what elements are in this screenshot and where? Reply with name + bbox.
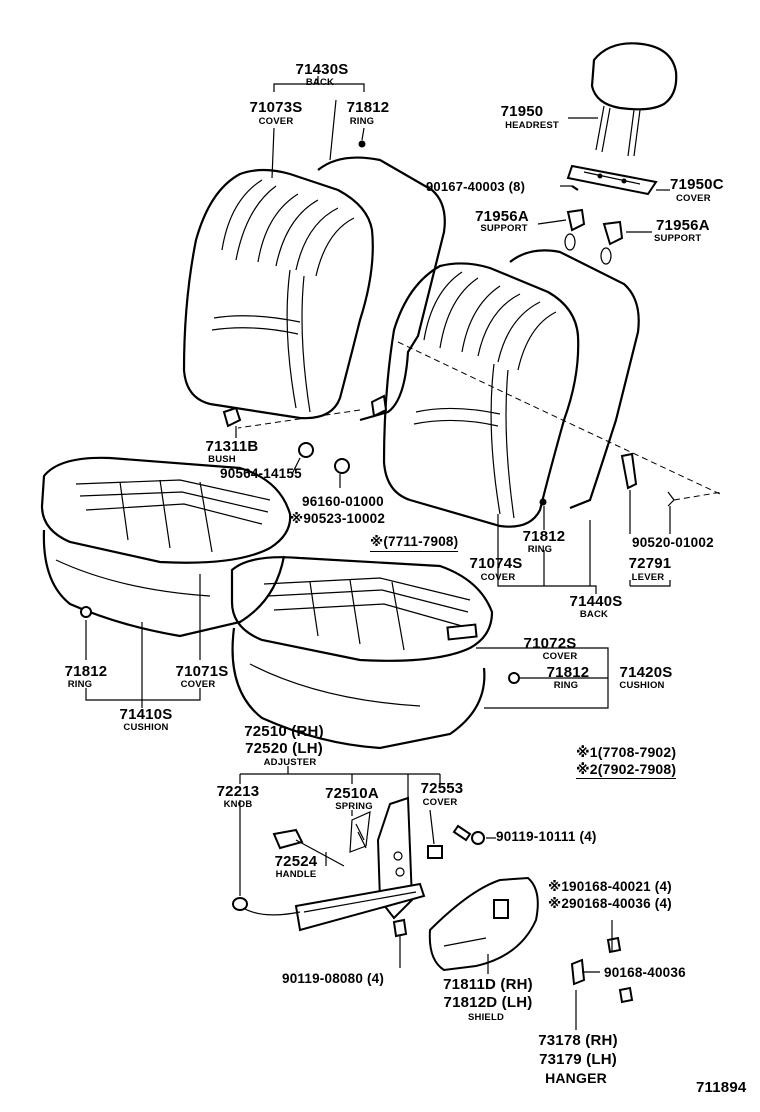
label-support-right: 71956A bbox=[656, 217, 710, 234]
label-cover-71073: 71073S bbox=[249, 99, 303, 116]
label-hanger-lh: 73179 (LH) bbox=[539, 1051, 617, 1068]
label-note-7711: ※(7711-7908) bbox=[370, 535, 459, 552]
label-shield-lh: 71812D (LH) bbox=[443, 994, 533, 1011]
label-cover-71950c: 71950C bbox=[670, 176, 724, 193]
label-note-1: ※1(7708-7902) bbox=[576, 744, 677, 760]
label-adjuster-lh: 72520 (LH) bbox=[245, 740, 323, 757]
label-cover-71071-name: COVER bbox=[180, 679, 216, 690]
label-cover-72553: 72553 bbox=[420, 780, 464, 797]
seat-back-right-illustration bbox=[237, 249, 721, 528]
label-knob: 72213 bbox=[216, 783, 260, 800]
label-cover-71072-name: COVER bbox=[542, 651, 578, 662]
label-back-assy: 71430S bbox=[295, 61, 349, 78]
label-adjuster-rh: 72510 (RH) bbox=[244, 723, 324, 740]
label-bush: 71311B bbox=[205, 438, 259, 455]
label-ring-top: 71812 bbox=[346, 99, 390, 116]
seat-back-left-illustration bbox=[182, 156, 446, 422]
headrest-illustration bbox=[564, 42, 678, 265]
seat-adjuster-illustration bbox=[232, 796, 634, 1004]
label-part-96160: 96160-01000 bbox=[302, 494, 384, 509]
label-back-71440: 71440S bbox=[569, 593, 623, 610]
label-shield-rh: 71811D (RH) bbox=[443, 976, 533, 993]
label-hanger-rh: 73178 (RH) bbox=[538, 1032, 618, 1049]
label-cushion-71410: 71410S bbox=[119, 706, 173, 723]
label-cover-71074: 71074S bbox=[469, 555, 523, 572]
label-support-left: 71956A bbox=[475, 208, 529, 225]
label-screw-2: ※290168-40036 (4) bbox=[548, 896, 672, 911]
label-screw-90168: 90168-40036 bbox=[604, 965, 686, 980]
label-ring-top-name: RING bbox=[349, 116, 375, 127]
leader-lines bbox=[85, 76, 671, 1030]
label-spring: 72510A bbox=[325, 785, 379, 802]
seat-cushion-right-illustration bbox=[230, 556, 494, 750]
label-spring-name: SPRING bbox=[335, 801, 373, 812]
label-cushion-71420-name: CUSHION bbox=[619, 680, 665, 691]
small-parts-illustration bbox=[80, 140, 723, 684]
label-back-assy-name: BACK bbox=[305, 77, 335, 88]
label-shield-name: SHIELD bbox=[467, 1012, 505, 1023]
label-ring-left-name: RING bbox=[67, 679, 93, 690]
label-part-90523: ※90523-10002 bbox=[290, 511, 386, 526]
label-part-90520: 90520-01002 bbox=[632, 535, 714, 550]
label-cover-71071: 71071S bbox=[175, 663, 229, 680]
label-cover-71074-name: COVER bbox=[480, 572, 516, 583]
label-support-left-name: SUPPORT bbox=[480, 223, 528, 234]
label-cover-71950c-name: COVER bbox=[676, 193, 711, 204]
label-screw-90167: 90167-40003 (8) bbox=[426, 179, 526, 194]
label-bolt-90119-08080: 90119-08080 (4) bbox=[282, 971, 385, 986]
label-back-71440-name: BACK bbox=[579, 609, 609, 620]
label-lever: 72791 bbox=[628, 555, 672, 572]
label-headrest: 71950 bbox=[500, 103, 544, 120]
label-part-90564: 90564-14155 bbox=[220, 466, 302, 481]
label-cover-72553-name: COVER bbox=[422, 797, 458, 808]
label-ring-right: 71812 bbox=[546, 664, 590, 681]
label-note-2: ※2(7902-7908) bbox=[576, 761, 677, 779]
label-handle: 72524 bbox=[274, 853, 318, 870]
label-cover-71072: 71072S bbox=[523, 635, 577, 652]
label-bush-name: BUSH bbox=[208, 454, 236, 465]
label-headrest-name: HEADREST bbox=[505, 120, 559, 131]
label-cover-71073-name: COVER bbox=[258, 116, 294, 127]
label-handle-name: HANDLE bbox=[275, 869, 317, 880]
label-knob-name: KNOB bbox=[223, 799, 253, 810]
label-cushion-71410-name: CUSHION bbox=[123, 722, 169, 733]
label-ring-left: 71812 bbox=[64, 663, 108, 680]
seat-cushion-left-illustration bbox=[40, 456, 292, 638]
label-ring-right-name: RING bbox=[553, 680, 579, 691]
label-lever-name: LEVER bbox=[631, 572, 665, 583]
label-screw-1: ※190168-40021 (4) bbox=[548, 879, 672, 894]
label-support-right-name: SUPPORT bbox=[654, 233, 702, 244]
label-cushion-71420: 71420S bbox=[619, 664, 673, 681]
label-bolt-90119-10111: 90119-10111 (4) bbox=[496, 829, 597, 844]
label-hanger-name: HANGER bbox=[545, 1070, 607, 1086]
label-ring-mid: 71812 bbox=[522, 528, 566, 545]
figure-number: 711894 bbox=[696, 1079, 747, 1096]
label-ring-mid-name: RING bbox=[527, 544, 553, 555]
label-adjuster-name: ADJUSTER bbox=[263, 757, 317, 768]
